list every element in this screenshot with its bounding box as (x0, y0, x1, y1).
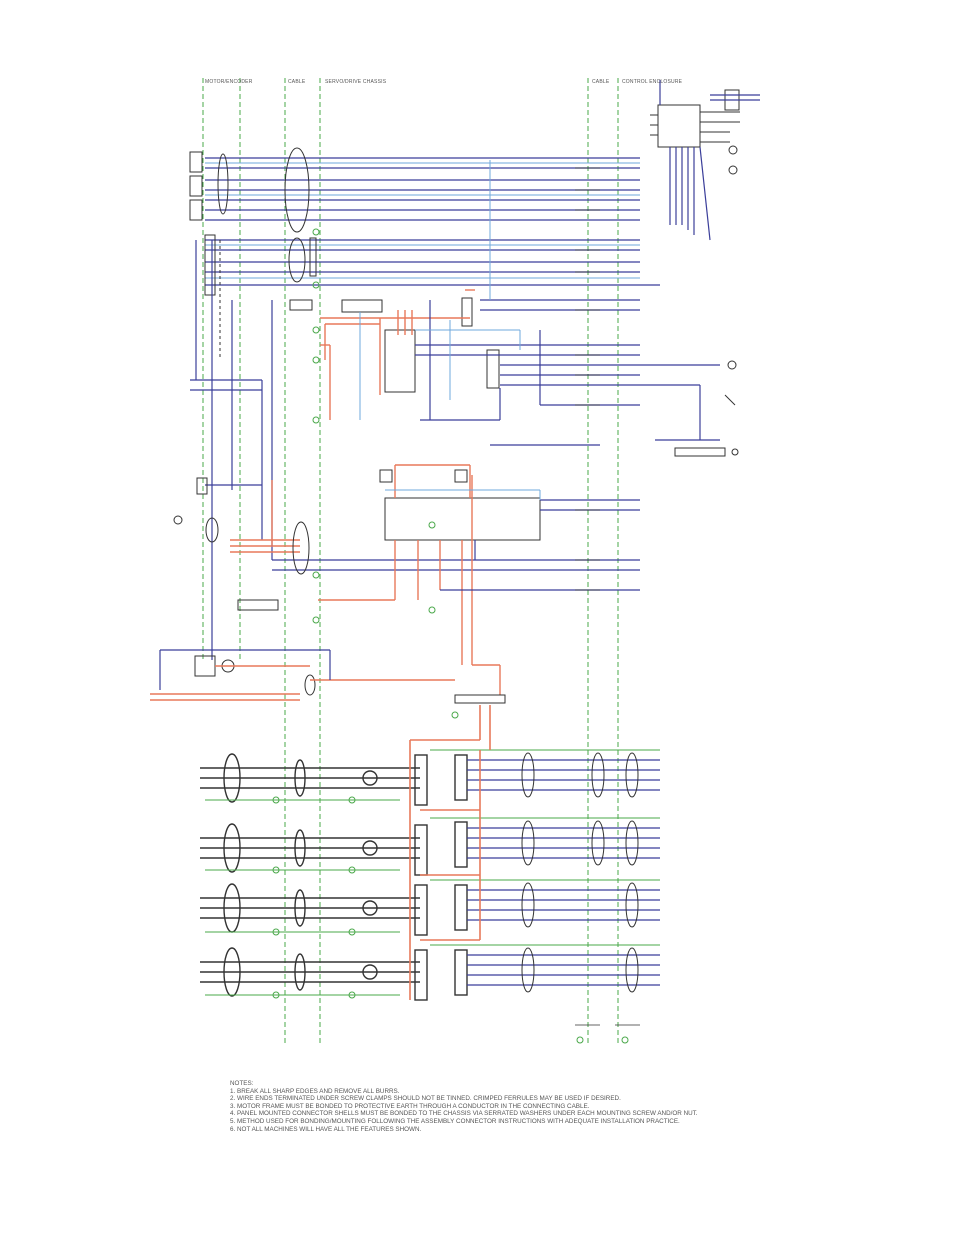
contactor-block-upper (289, 297, 500, 393)
note-line: 2. WIRE ENDS TERMINATED UNDER SCREW CLAM… (230, 1095, 621, 1103)
axis-cable-2 (200, 817, 660, 876)
note-line: 4. PANEL MOUNTED CONNECTOR SHELLS MUST B… (230, 1110, 698, 1118)
earth-symbols (272, 228, 629, 1044)
header-cable-left: CABLE (288, 79, 306, 85)
right-end-devices (674, 360, 739, 457)
comm-wiring-middle (359, 312, 521, 420)
header-control-enclosure: CONTROL ENCLOSURE (622, 79, 683, 85)
header-motor-encoder: MOTOR/ENCODER (205, 79, 253, 85)
note-line: 6. NOT ALL MACHINES WILL HAVE ALL THE FE… (230, 1125, 422, 1133)
axis-power-feed (409, 705, 491, 1000)
header-cable-right: CABLE (592, 79, 610, 85)
signal-wiring-middle (415, 300, 720, 446)
column-dividers (202, 78, 619, 1045)
motor-connectors-top (189, 147, 317, 296)
relay-bank (379, 469, 541, 541)
comm-bus-upper (205, 160, 640, 300)
left-vertical-bus (190, 240, 640, 660)
terminal-ticks (575, 167, 640, 1026)
axis-cable-3 (200, 879, 660, 936)
mid-left-devices (173, 477, 310, 611)
power-inlet-signals (159, 649, 331, 690)
notes-block: NOTES: 1. BREAK ALL SHARP EDGES AND REMO… (230, 1080, 750, 1133)
power-inlet-wires (150, 665, 455, 701)
note-line: 3. MOTOR FRAME MUST BE BONDED TO PROTECT… (230, 1102, 590, 1110)
note-line: 1. BREAK ALL SHARP EDGES AND REMOVE ALL … (230, 1087, 400, 1095)
signal-ferrites (521, 752, 639, 993)
header-servo-drive: SERVO/DRIVE CHASSIS (325, 79, 387, 85)
control-module (650, 89, 740, 175)
relay-bank-power (318, 464, 501, 695)
signal-bus-upper (205, 157, 660, 311)
note-line: 5. METHOD USED FOR BONDING/MOUNTING FOLL… (230, 1117, 680, 1125)
axis-cable-1 (200, 749, 660, 806)
relay-bank-comm (385, 489, 541, 500)
notes-title: NOTES: (230, 1080, 254, 1087)
axis-cable-4 (200, 944, 660, 1001)
power-wiring-middle (230, 289, 475, 553)
control-module-leads (659, 80, 760, 241)
